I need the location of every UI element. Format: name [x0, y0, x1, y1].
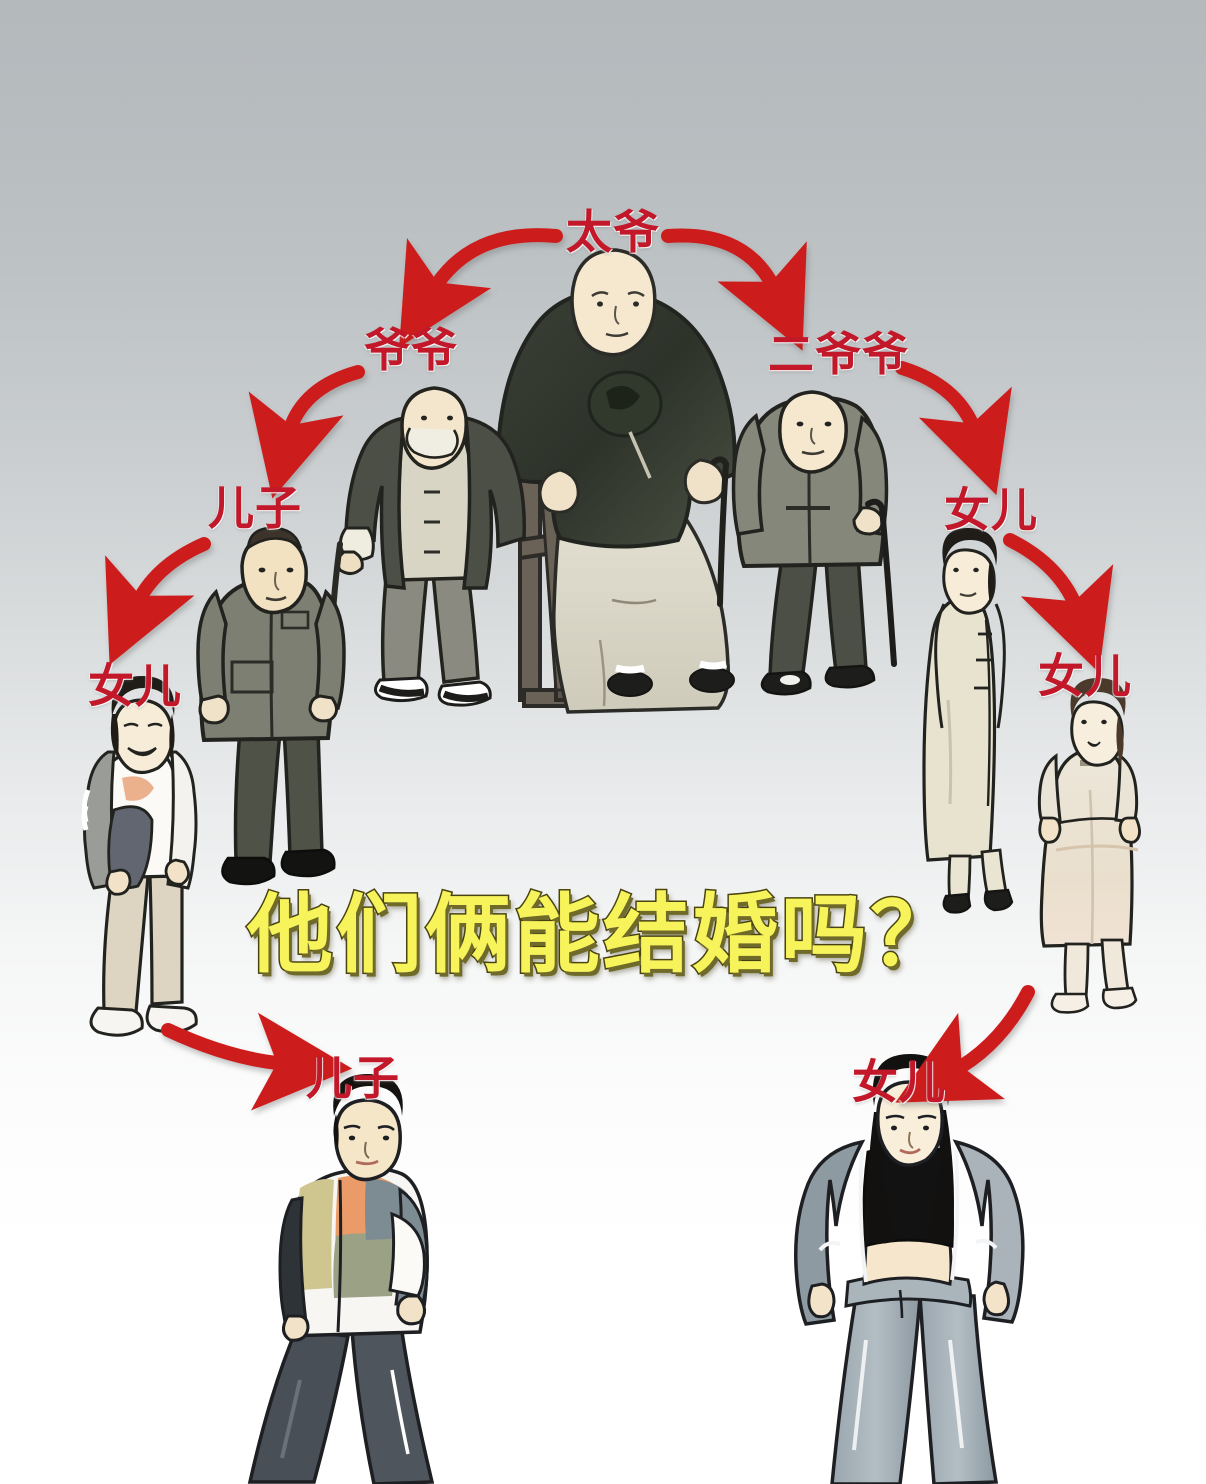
label-son-left: 儿子 — [208, 481, 302, 535]
figure-patriarch — [496, 248, 737, 714]
label-daughter-left: 女儿 — [88, 659, 182, 713]
arrow-to-grandfather — [399, 228, 563, 348]
arrow-to-son — [248, 365, 365, 499]
caption-text: 他们俩能结婚吗？ — [246, 885, 959, 985]
label-grandfather: 爷爷 — [364, 323, 458, 377]
arrow-to-daughter-left — [105, 537, 211, 665]
figure-woman-dress — [1037, 678, 1141, 1014]
label-second-grandfather: 二爷爷 — [768, 327, 909, 381]
arrow-to-daughter-bottom — [895, 985, 1035, 1103]
figure-man-mao-suit — [196, 526, 346, 886]
figure-elder-right — [731, 390, 897, 696]
arrow-to-second-daughter — [895, 361, 1012, 496]
arrow-to-son-bottom — [161, 1012, 353, 1111]
label-great-grandfather: 太爷 — [566, 205, 660, 259]
figure-elder-left — [327, 386, 526, 707]
figure-woman-jacket — [81, 676, 198, 1037]
label-son-bottom: 儿子 — [306, 1051, 400, 1105]
arrow-to-second-grandfather — [661, 228, 807, 351]
label-daughter-right-2: 女儿 — [1038, 649, 1132, 703]
figure-young-woman — [794, 1054, 1025, 1484]
label-daughter-right-1: 女儿 — [944, 483, 1038, 537]
figure-woman-qipao — [922, 528, 1014, 914]
label-daughter-bottom: 女儿 — [852, 1055, 946, 1109]
arrow-to-daughter-right — [1003, 533, 1114, 673]
figure-young-man — [247, 1074, 435, 1484]
